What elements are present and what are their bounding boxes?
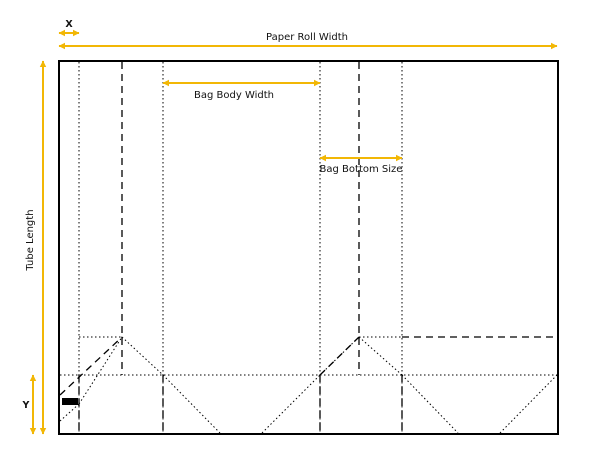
x-offset-label: X [65,19,73,30]
x-offset-dimension: X [58,19,80,37]
tube-length-label: Tube Length [25,209,36,271]
paper-sheet-outline [58,60,559,435]
dotted-fold-lines [59,62,558,434]
bag-body-width-label: Bag Body Width [194,90,274,101]
dashed-fold-lines [59,62,557,433]
bag-bottom-size-dimension: Bag Bottom Size [319,154,403,175]
paper-roll-width-dimension: Paper Roll Width [58,32,558,50]
paper-roll-width-label: Paper Roll Width [266,32,348,43]
bag-body-width-dimension: Bag Body Width [162,79,321,101]
tube-length-dimension: Tube Length [25,60,47,435]
y-offset-label: Y [22,400,30,411]
bag-bottom-size-label: Bag Bottom Size [320,164,403,175]
registration-mark [62,398,78,405]
y-offset-dimension: Y [22,374,37,435]
